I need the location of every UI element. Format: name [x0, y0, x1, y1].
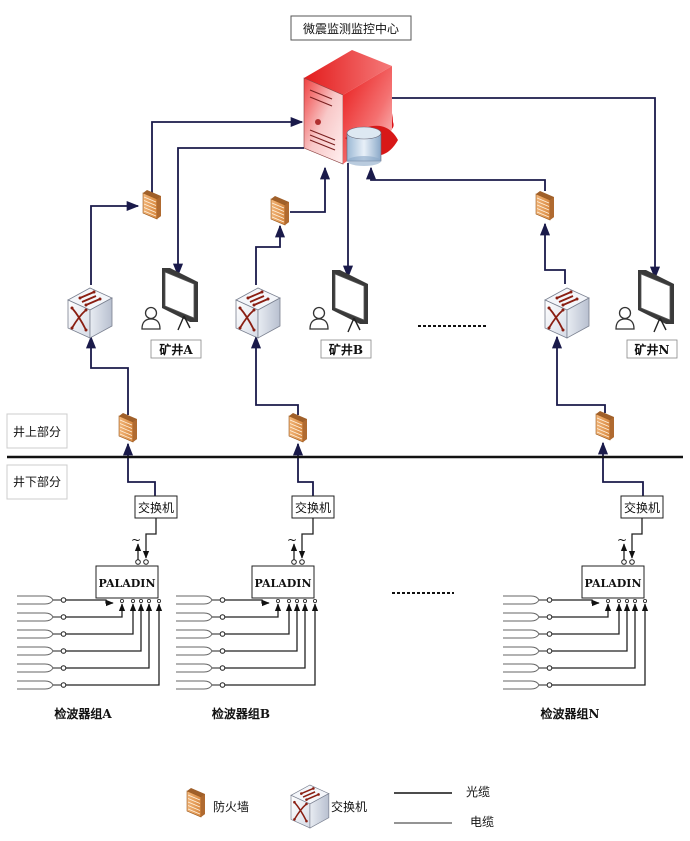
legend: 防火墙 交换机 光缆 电缆: [186, 784, 494, 829]
svg-text:井下部分: 井下部分: [13, 474, 61, 489]
ac-power-symbol: ~: [131, 533, 141, 547]
switch-box-label: 交换机: [138, 500, 174, 515]
firewall-icon: [288, 412, 308, 443]
firewall-icon: [118, 412, 138, 443]
paladin-device: PALADIN: [95, 565, 159, 599]
network-switch-icon: [544, 287, 590, 339]
svg-text:矿井N: 矿井N: [635, 342, 670, 357]
legend-firewall-icon: [186, 787, 206, 818]
legend-switch-label: 交换机: [331, 799, 367, 814]
geophone-detector: [502, 599, 639, 673]
svg-text:井上部分: 井上部分: [13, 424, 61, 439]
station-n: 交换机 PALADIN ~ 检波器组N: [502, 495, 664, 721]
switch-to-paladin-cable: [142, 518, 157, 559]
svg-text:矿井A: 矿井A: [159, 342, 193, 357]
geophone-detector: [502, 599, 623, 639]
firewall-icon: [595, 410, 615, 441]
detector-group-label: 检波器组A: [54, 706, 112, 721]
switch-box-label: 交换机: [624, 500, 660, 515]
server-with-database-icon: [303, 50, 398, 166]
zone-above-label: 井上部分: [6, 413, 68, 449]
paladin-device: PALADIN: [581, 565, 645, 599]
underground-switch-box: 交换机: [134, 495, 178, 519]
station-b: 交换机 PALADIN ~ 检波器组B: [175, 495, 335, 721]
mine-label-a: 矿井A: [150, 339, 202, 359]
geophone-detector: [175, 599, 282, 622]
fiber-links: [85, 97, 661, 497]
projection-screen-icon: [637, 269, 675, 333]
firewall-icon: [142, 189, 162, 220]
legend-switch-icon: [290, 784, 330, 829]
geophone-detector: [16, 599, 126, 622]
detector-group-label: 检波器组N: [541, 706, 600, 721]
user-icon: [141, 306, 161, 330]
geophone-detector: [175, 599, 301, 656]
network-switch-icon: [235, 287, 281, 339]
ac-power-symbol: ~: [287, 533, 297, 547]
geophone-detector: [502, 599, 631, 656]
underground-switch-box: 交换机: [620, 495, 664, 519]
title-box: 微震监测监控中心: [290, 15, 412, 41]
zone-below-label: 井下部分: [6, 464, 68, 500]
paladin-label: PALADIN: [98, 577, 155, 590]
geophone-detector: [16, 599, 137, 639]
geophone-detector: [16, 599, 163, 690]
title-text: 微震监测监控中心: [303, 21, 399, 36]
geophone-detector: [502, 595, 600, 607]
geophone-detector: [16, 599, 145, 656]
network-switch-icon: [67, 287, 113, 339]
legend-firewall-label: 防火墙: [213, 799, 249, 814]
mine-label-b: 矿井B: [320, 339, 372, 359]
ac-power-symbol: ~: [617, 533, 627, 547]
station-a: 交换机 PALADIN ~ 检波器组A: [16, 495, 178, 721]
underground-switch-box: 交换机: [291, 495, 335, 519]
mine-label-n: 矿井N: [626, 339, 678, 359]
geophone-detector: [175, 599, 319, 690]
geophone-detector: [16, 595, 114, 607]
legend-cable-label: 电缆: [470, 815, 494, 829]
projection-screen-icon: [161, 267, 199, 331]
user-icon: [615, 306, 635, 330]
geophone-detector: [16, 599, 153, 673]
firewall-icon: [270, 195, 290, 226]
switch-to-paladin-cable: [628, 518, 643, 559]
geophone-detector: [502, 599, 612, 622]
projection-screen-icon: [331, 269, 369, 333]
user-icon: [309, 306, 329, 330]
switch-to-paladin-cable: [298, 518, 314, 559]
switch-box-label: 交换机: [295, 500, 331, 515]
svg-text:矿井B: 矿井B: [329, 342, 363, 357]
geophone-detector: [175, 599, 309, 673]
paladin-device: PALADIN: [251, 565, 315, 599]
geophone-detector: [175, 599, 293, 639]
paladin-label: PALADIN: [254, 577, 311, 590]
paladin-label: PALADIN: [584, 577, 641, 590]
legend-fiber-label: 光缆: [466, 785, 490, 799]
firewall-icon: [535, 190, 555, 221]
detector-group-label: 检波器组B: [212, 706, 270, 721]
geophone-detector: [502, 599, 649, 690]
geophone-detector: [175, 595, 270, 607]
